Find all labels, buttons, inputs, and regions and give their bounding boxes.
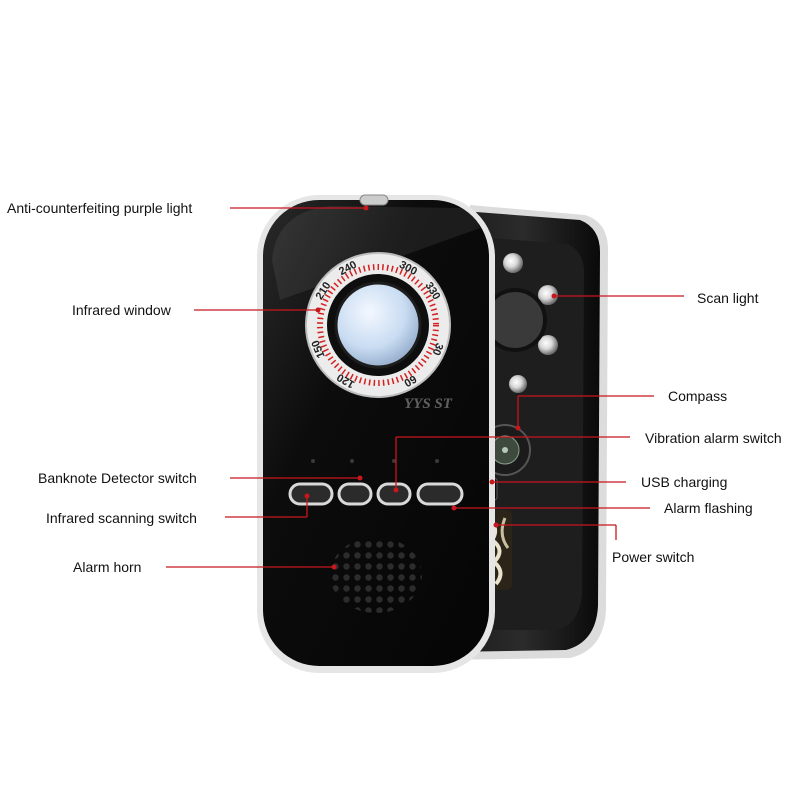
label-vibration-alarm: Vibration alarm switch [645,430,782,446]
label-usb-charging: USB charging [641,474,728,490]
indicator-dots [311,459,439,463]
dial-number: 30 [430,341,446,357]
speaker-grille-icon [330,537,422,613]
label-infrared-window: Infrared window [72,302,171,318]
label-anti-counterfeit: Anti-counterfeiting purple light [7,200,193,216]
banknote-detector-button[interactable] [337,482,373,506]
button-row [288,482,464,506]
watermark: YYS ST [404,396,453,412]
leader-endpoints [304,205,557,570]
label-power-switch: Power switch [612,549,695,565]
label-infrared-scanning: Infrared scanning switch [46,510,197,526]
label-compass: Compass [668,388,728,404]
label-alarm-flashing: Alarm flashing [664,500,753,516]
vibration-alarm-button[interactable] [376,482,412,506]
scan-led-icon [503,253,558,393]
label-scan-light: Scan light [697,290,759,306]
dial-number: 60 [402,372,419,389]
label-banknote-detector: Banknote Detector switch [38,470,197,486]
alarm-flashing-button[interactable] [416,482,464,506]
label-alarm-horn: Alarm horn [73,559,142,575]
lens-icon [334,281,422,369]
anti-counterfeit-led [359,194,389,206]
leader-lines [166,207,684,568]
infrared-scanning-button[interactable] [288,482,334,506]
